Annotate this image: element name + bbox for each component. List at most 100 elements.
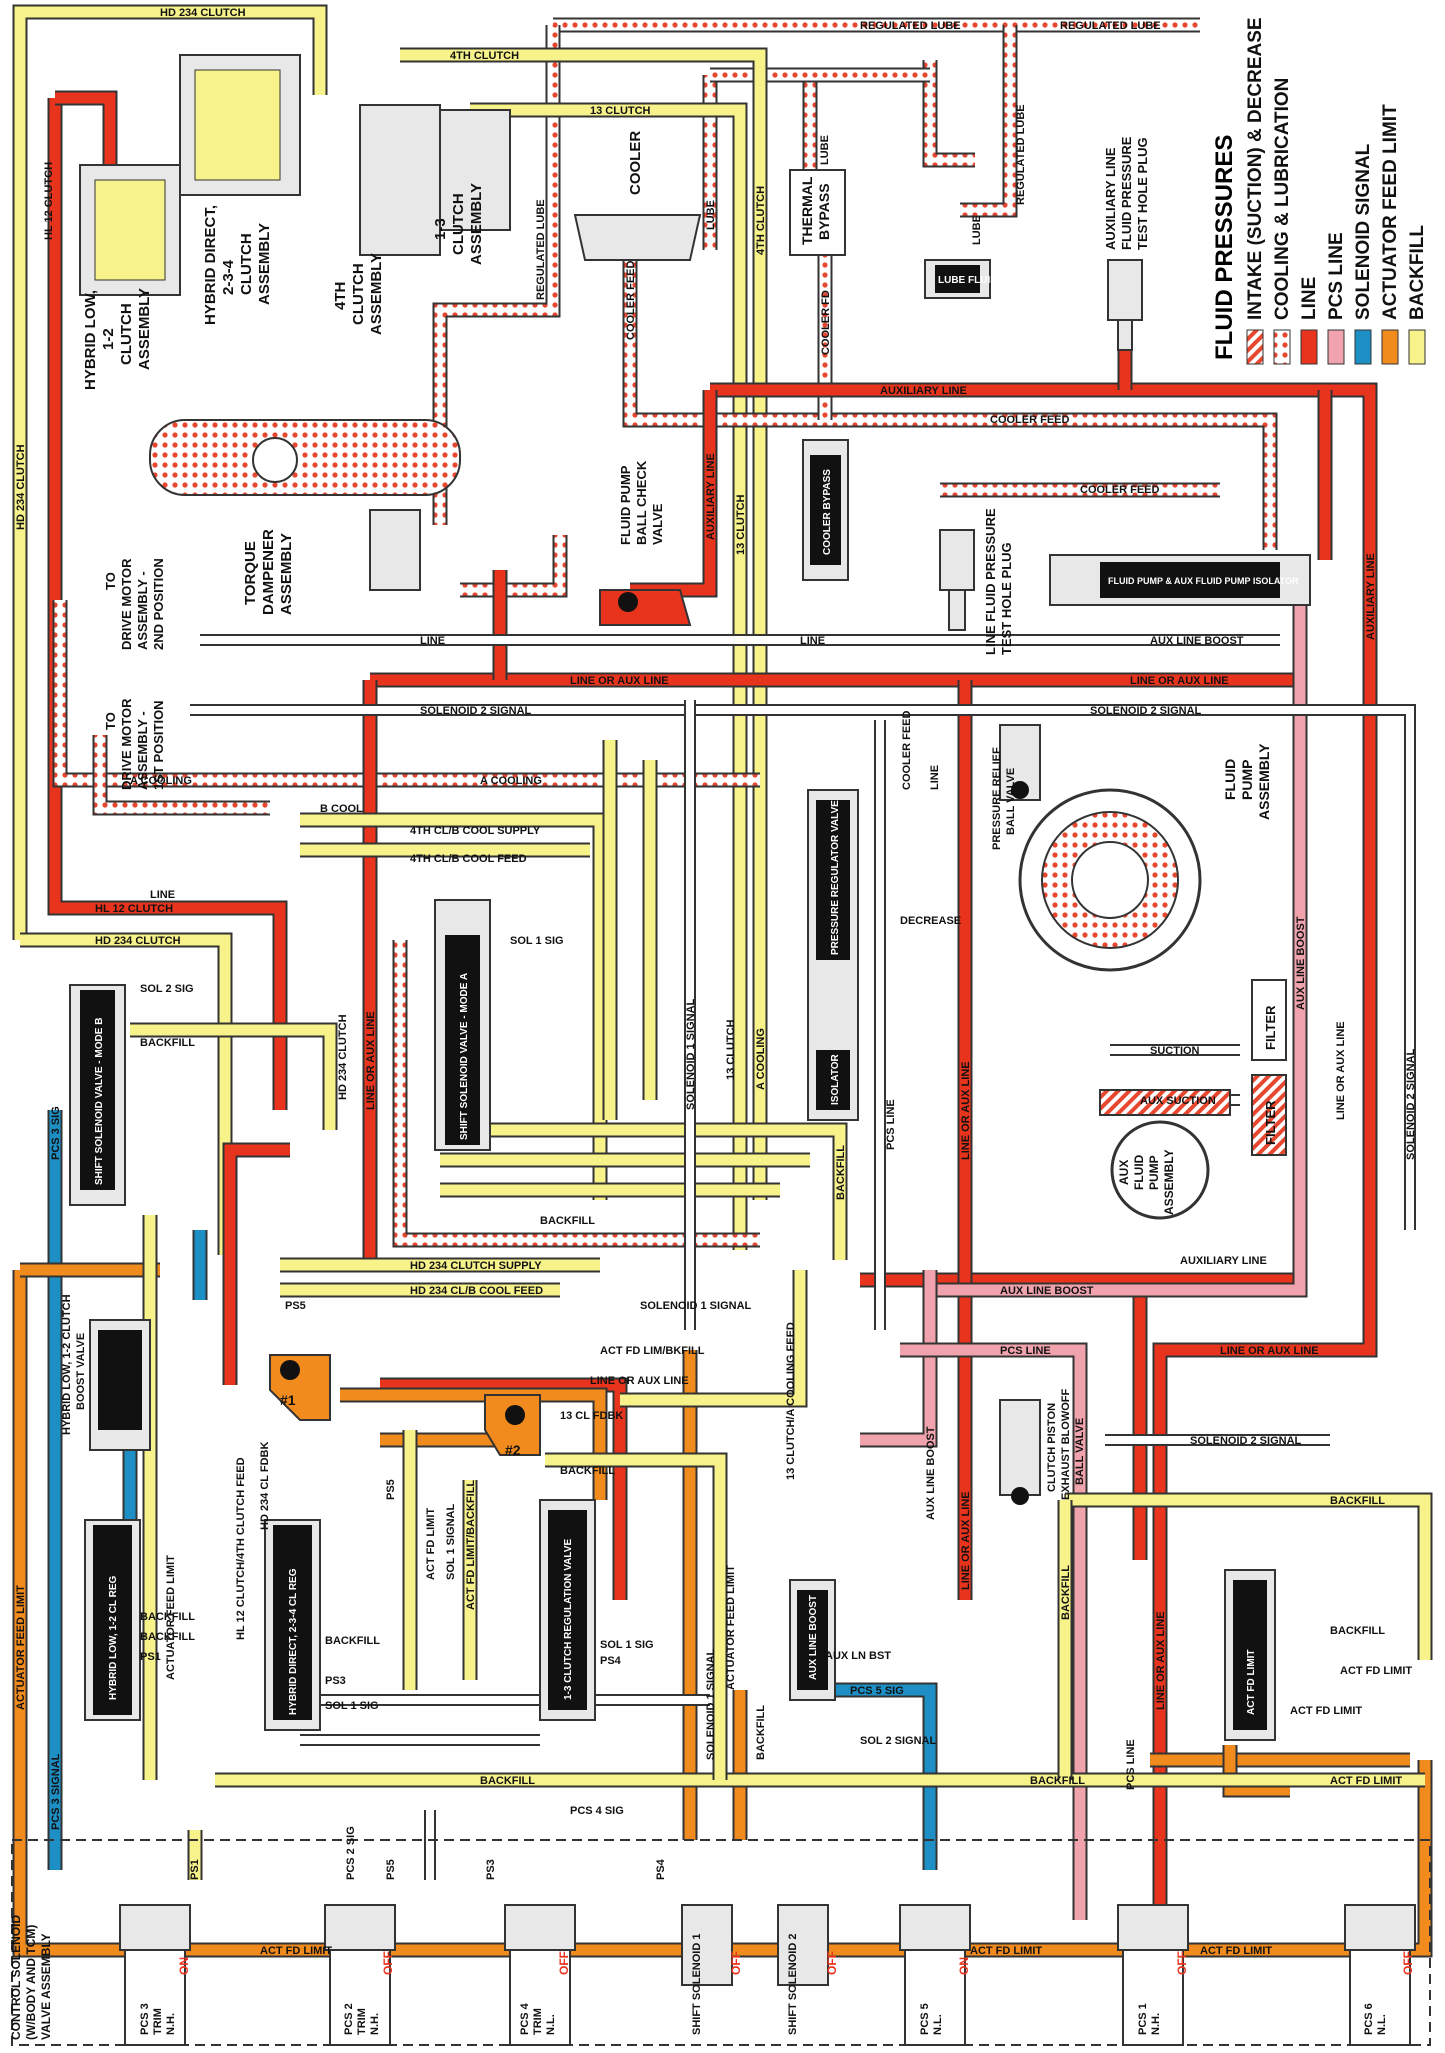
- legend-item-label: BACKFILL: [1407, 225, 1428, 320]
- passage-label: 4TH CL/B COOL FEED: [410, 853, 527, 865]
- assembly-label-line: CLUTCH: [118, 303, 135, 365]
- legend-item-label: LINE: [1299, 277, 1320, 320]
- passage-label: BACKFILL: [140, 1037, 195, 1049]
- solenoid-label: TRIM: [152, 2008, 164, 2035]
- passage-label: ACT FD LIMIT: [425, 1508, 437, 1580]
- pressure-relief-label: PRESSURE RELIEF BALL VALVE: [991, 747, 1017, 850]
- assembly-label-line: EXHAUST BLOWOFF: [1060, 1389, 1072, 1500]
- assembly-label-line: CLUTCH PISTON: [1046, 1403, 1058, 1492]
- valve-label: LUBE FLUID REG: [938, 275, 1022, 286]
- passage-label: 4TH CLUTCH: [450, 50, 519, 62]
- passage-label: LINE OR AUX LINE: [1335, 1021, 1347, 1120]
- filter-box-upper: [1251, 979, 1287, 1061]
- assembly-label-line: ASSEMBLY: [278, 533, 295, 615]
- passage-label: BACKFILL: [140, 1631, 195, 1643]
- aux-pump-label: AUX FLUID PUMP ASSEMBLY: [1117, 1149, 1176, 1215]
- assembly-label-line: 2ND POSITION: [151, 558, 166, 650]
- passage-label: ACT FD LIMIT: [260, 1945, 332, 1957]
- torque-dampener-label: TORQUE DAMPENER ASSEMBLY: [242, 529, 295, 615]
- passage-label: ACT FD LIM/BKFILL: [600, 1345, 705, 1357]
- assembly-label-line: BALL VALVE: [1074, 1418, 1086, 1485]
- check-ball-2: [484, 1394, 541, 1456]
- passage-label: HL 12 CLUTCH: [43, 162, 55, 240]
- fluid-pump-body: [1018, 788, 1202, 972]
- passage-label: HD 234 CLUTCH: [337, 1014, 349, 1100]
- passage-label: REGULATED LUBE: [860, 20, 961, 32]
- passage-label: BACKFILL: [835, 1145, 847, 1200]
- legend-swatch: [1246, 329, 1264, 365]
- assembly-label-line: CLUTCH: [238, 233, 255, 295]
- passage-label: BACKFILL: [1060, 1565, 1072, 1620]
- passage-label: PCS 5 SIG: [850, 1685, 904, 1697]
- passage-label: HL 12 CLUTCH/4TH CLUTCH FEED: [235, 1457, 247, 1640]
- assembly-label-line: FLUID: [1222, 759, 1238, 800]
- assembly-label-line: CONTROL SOLENOID: [9, 1915, 23, 2040]
- passage-label: HD 234 CLUTCH: [160, 7, 246, 19]
- legend-title: FLUID PRESSURES: [1211, 135, 1238, 360]
- assembly-label-line: BYPASS: [816, 183, 832, 240]
- passage-label: AUX LINE BOOST: [925, 1426, 937, 1520]
- assembly-label-line: PUMP: [1147, 1155, 1161, 1190]
- passage-label: HD 234 CL/B COOL FEED: [410, 1285, 543, 1297]
- aux-pump-body: [1099, 1089, 1231, 1220]
- passage-label: AUX LINE BOOST: [1295, 916, 1307, 1010]
- solenoid-state: OFF: [557, 1951, 571, 1975]
- legend-swatch: [1354, 329, 1372, 365]
- passage-label: COOLER FEED: [1080, 484, 1160, 496]
- assembly-label-line: TEST HOLE PLUG: [1135, 137, 1150, 250]
- shift-valve-mode-b: [69, 984, 126, 1206]
- fluid-pump-label: FLUID PUMP ASSEMBLY: [1222, 743, 1272, 820]
- control-solenoid-label: CONTROL SOLENOID (W/BODY AND TCM) VALVE …: [9, 1915, 53, 2040]
- legend-item-label: COOLING & LUBRICATION: [1272, 78, 1293, 320]
- assembly-label-line: FLUID PUMP: [618, 465, 633, 545]
- passage-label: PS1: [140, 1651, 161, 1663]
- filter-label-upper: FILTER: [1263, 1005, 1278, 1050]
- passage-label: LUBE: [705, 200, 717, 230]
- valve-label: HYBRID LOW, 1-2 CL REG: [108, 1576, 119, 1700]
- assembly-label-line: BALL CHECK: [634, 460, 649, 545]
- solenoid-state: OFF: [729, 1951, 743, 1975]
- passage-label: SOLENOID 2 SIGNAL: [1190, 1435, 1302, 1447]
- solenoid-label: SHIFT SOLENOID 2: [787, 1934, 799, 2035]
- passage-label: PCS 3 SIG: [50, 1106, 62, 1160]
- passage-label: LINE OR AUX LINE: [590, 1375, 689, 1387]
- assembly-label-line: DRIVE MOTOR: [119, 558, 134, 650]
- passage-label: ACT FD LIMIT: [1340, 1665, 1412, 1677]
- legend-swatch: [1381, 329, 1399, 365]
- passage-label: SOL 1 SIGNAL: [445, 1504, 457, 1580]
- assembly-label-line: ASSEMBLY: [368, 253, 385, 335]
- valve-label: SHIFT SOLENOID VALVE - MODE B: [94, 1018, 105, 1185]
- passage-label: B COOL: [320, 803, 363, 815]
- fourth-clutch-label: 4TH CLUTCH ASSEMBLY: [332, 253, 385, 335]
- assembly-label-line: 4TH: [332, 282, 349, 310]
- one-three-clutch-label: 1-3 CLUTCH ASSEMBLY: [432, 183, 485, 265]
- hybrid-low-boost-label: HYBRID LOW, 1-2 CLUTCH BOOST VALVE: [61, 1294, 87, 1435]
- hybrid-low-clutch-pack: [79, 164, 181, 296]
- solenoid-label: SHIFT SOLENOID 1: [691, 1934, 703, 2035]
- passage-label: AUX LINE BOOST: [1150, 635, 1244, 647]
- passage-label: HD 234 CLUTCH: [95, 935, 181, 947]
- assembly-label-line: BOOST VALVE: [75, 1333, 87, 1410]
- legend-item-label: PCS LINE: [1326, 232, 1347, 320]
- passage-label: HD 234 CL FDBK: [259, 1442, 271, 1530]
- hybrid-direct-reg-valve: [264, 1519, 321, 1731]
- passage-label: BACKFILL: [755, 1705, 767, 1760]
- passage-label: HD 234 CLUTCH: [15, 444, 27, 530]
- passage-label: LINE: [150, 889, 175, 901]
- valve-label: AUX LINE BOOST: [808, 1595, 819, 1680]
- clutch-piston-blowoff: [999, 1399, 1041, 1505]
- fluid-passages: [12, 4, 1433, 2000]
- legend-swatch: [1408, 329, 1426, 365]
- solenoid-state: OFF: [381, 1951, 395, 1975]
- passage-label: PS4: [600, 1655, 622, 1667]
- passage-label: AUXILIARY LINE: [1365, 553, 1377, 640]
- passage-label: ACT FD LIMIT: [1200, 1945, 1272, 1957]
- passage-label: BACKFILL: [140, 1611, 195, 1623]
- passage-label: BACKFILL: [560, 1465, 615, 1477]
- hybrid-direct-label: HYBRID DIRECT, 2-3-4 CLUTCH ASSEMBLY: [202, 205, 273, 325]
- passage-label: LINE: [929, 765, 941, 790]
- fluid-pump-check-label: FLUID PUMP BALL CHECK VALVE: [618, 460, 665, 545]
- passage-label: PS3: [325, 1675, 346, 1687]
- solenoid-label: N.H.: [369, 2013, 381, 2035]
